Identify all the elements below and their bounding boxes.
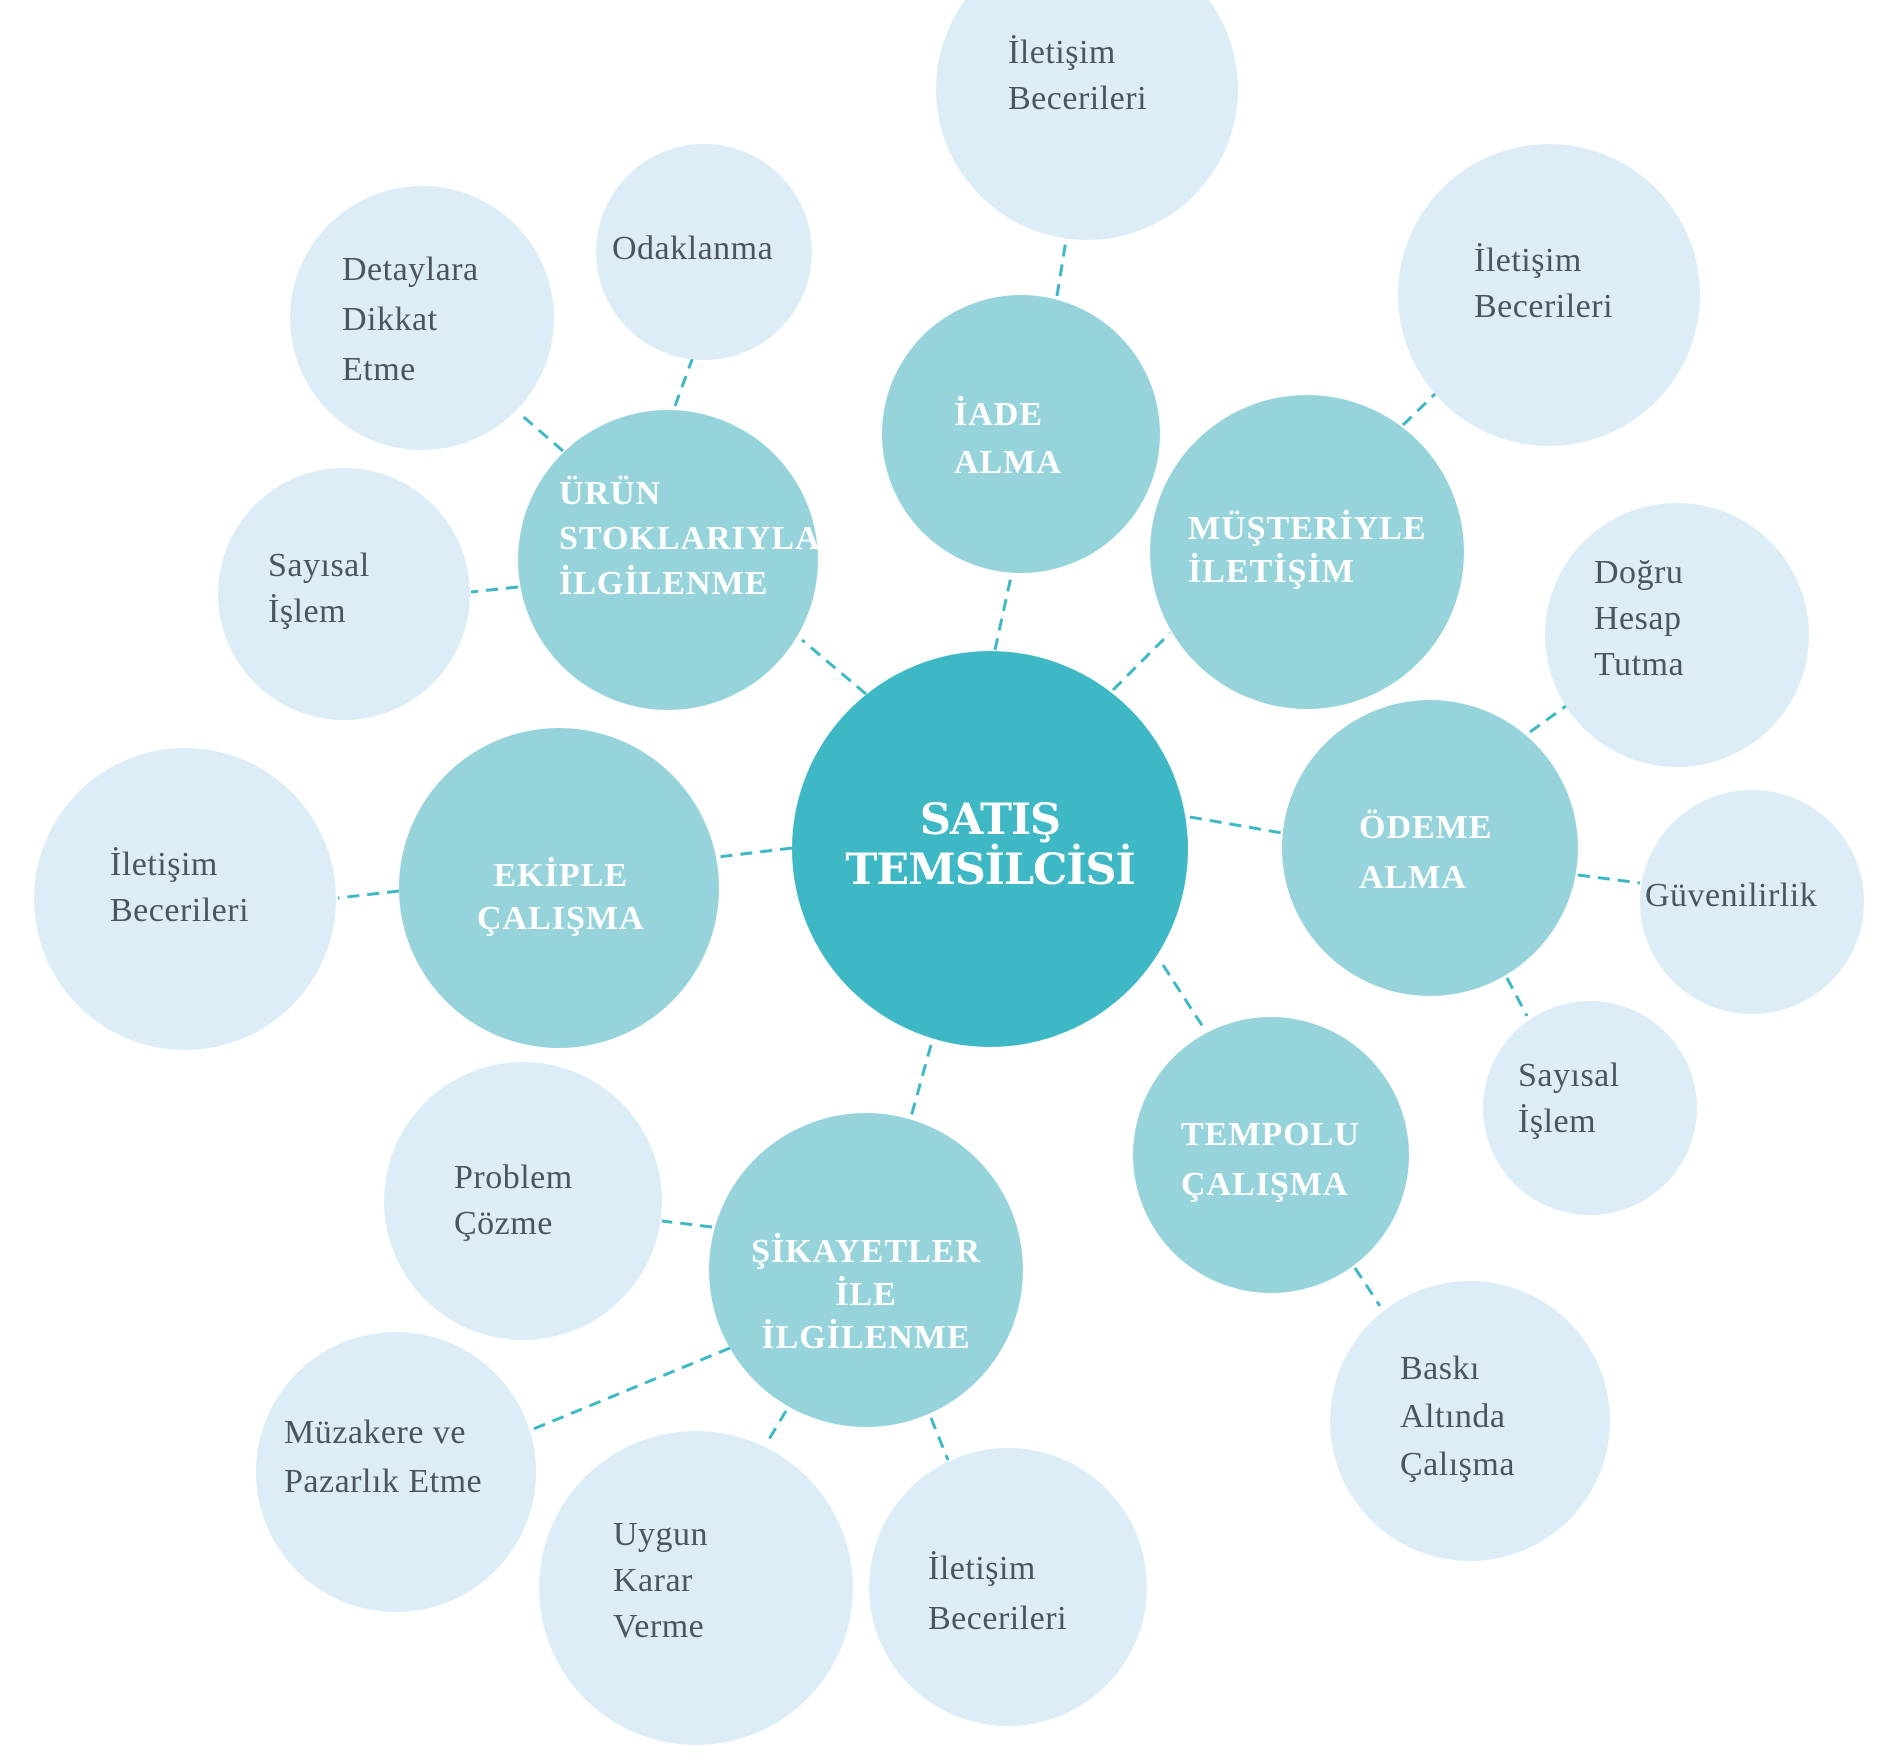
connector-iade-leaf <box>1055 239 1068 297</box>
connector-musteri-leaf <box>1401 390 1439 427</box>
leaf-circle <box>256 1332 536 1612</box>
leaf-label-urun-sayisal: Sayısal İşlem <box>268 547 370 630</box>
hub-circle-iade <box>882 295 1160 573</box>
leaf-label-odaklanma: Odaklanma <box>612 230 774 267</box>
hub-circle-musteri <box>1150 395 1464 709</box>
center-label: SATIŞ TEMSİLCİSİ <box>845 795 1135 895</box>
leaf-label-sikayet-iletisim: İletişim Becerileri <box>928 1550 1068 1637</box>
connector-urun-sayisal <box>470 585 519 594</box>
hub-circle-tempo <box>1133 1017 1409 1293</box>
hub-label-tempo: TEMPOLU ÇALIŞMA <box>1181 1116 1360 1203</box>
connector-sikayet-problem <box>661 1219 713 1229</box>
leaf-label-detaylara: Detaylara Dikkat Etme <box>342 251 479 388</box>
connector-tempo-baski <box>1353 1267 1382 1307</box>
hub-label-odeme: ÖDEME ALMA <box>1359 809 1493 896</box>
leaf-circle <box>1545 503 1809 767</box>
connector-center-musteri <box>1111 631 1172 692</box>
leaf-circle <box>1483 1001 1697 1215</box>
leaf-circle <box>1398 144 1700 446</box>
connector-sikayet-muzakere <box>530 1346 731 1432</box>
connector-sikayet-uygun <box>766 1410 788 1442</box>
leaf-label-uygun-karar: Uygun Karar Verme <box>613 1516 709 1645</box>
leaf-circle <box>218 468 470 720</box>
leaf-label-ekip-iletisim: İletişim Becerileri <box>110 846 250 929</box>
leaf-label-musteri-iletisim: İletişim Becerileri <box>1474 242 1614 325</box>
leaf-label-muzakere: Müzakere ve Pazarlık Etme <box>284 1414 483 1500</box>
connector-center-urun <box>801 638 867 696</box>
hub-label-sikayet: ŞİKAYETLER İLE İLGİLENME <box>751 1233 981 1356</box>
connector-odeme-sayisal <box>1505 977 1529 1017</box>
connector-center-tempo <box>1161 964 1207 1031</box>
hub-label-ekip: EKİPLE ÇALIŞMA <box>477 857 645 937</box>
connector-center-odeme <box>1189 815 1283 835</box>
connector-center-sikayet <box>909 1044 933 1118</box>
hub-circle-sikayet <box>709 1113 1023 1427</box>
hub-label-musteri: MÜŞTERİYLE İLETİŞİM <box>1188 510 1427 590</box>
connector-urun-detaylara <box>518 411 564 453</box>
leaf-circle <box>936 0 1238 240</box>
leaf-label-iade-iletisim: İletişim Becerileri <box>1008 34 1148 117</box>
hub-label-urun: ÜRÜN STOKLARIYLA İLGİLENME <box>559 475 821 602</box>
hub-circle-ekip <box>399 728 719 1048</box>
leaf-circle <box>869 1448 1147 1726</box>
leaf-label-baski: Baskı Altında Çalışma <box>1400 1350 1515 1483</box>
hub-circle-odeme <box>1282 700 1578 996</box>
connector-center-ekip <box>717 846 793 859</box>
leaf-label-problem: Problem Çözme <box>454 1159 573 1242</box>
leaf-label-dogru-hesap: Doğru Hesap Tutma <box>1594 554 1685 683</box>
connector-odeme-dogru <box>1529 704 1567 734</box>
leaf-circle <box>1640 790 1864 1014</box>
leaf-circle <box>596 144 812 360</box>
connector-ekip-leaf <box>337 889 400 900</box>
connector-odeme-guvenilirlik <box>1577 873 1641 885</box>
leaf-label-odeme-sayisal: Sayısal İşlem <box>1518 1057 1620 1140</box>
connector-center-iade <box>993 571 1014 651</box>
leaf-circle <box>539 1431 853 1745</box>
hub-circle-urun <box>518 410 818 710</box>
center-circle <box>792 651 1188 1047</box>
leaf-circle <box>290 186 554 450</box>
leaf-circle <box>384 1062 662 1340</box>
connector-urun-odaklanma <box>673 356 695 407</box>
leaf-label-guvenilirlik: Güvenilirlik <box>1645 877 1818 914</box>
connector-sikayet-iletisim <box>929 1417 950 1461</box>
hub-label-iade: İADE ALMA <box>954 396 1062 481</box>
leaf-circle <box>34 748 336 1050</box>
leaf-circle <box>1330 1281 1610 1561</box>
